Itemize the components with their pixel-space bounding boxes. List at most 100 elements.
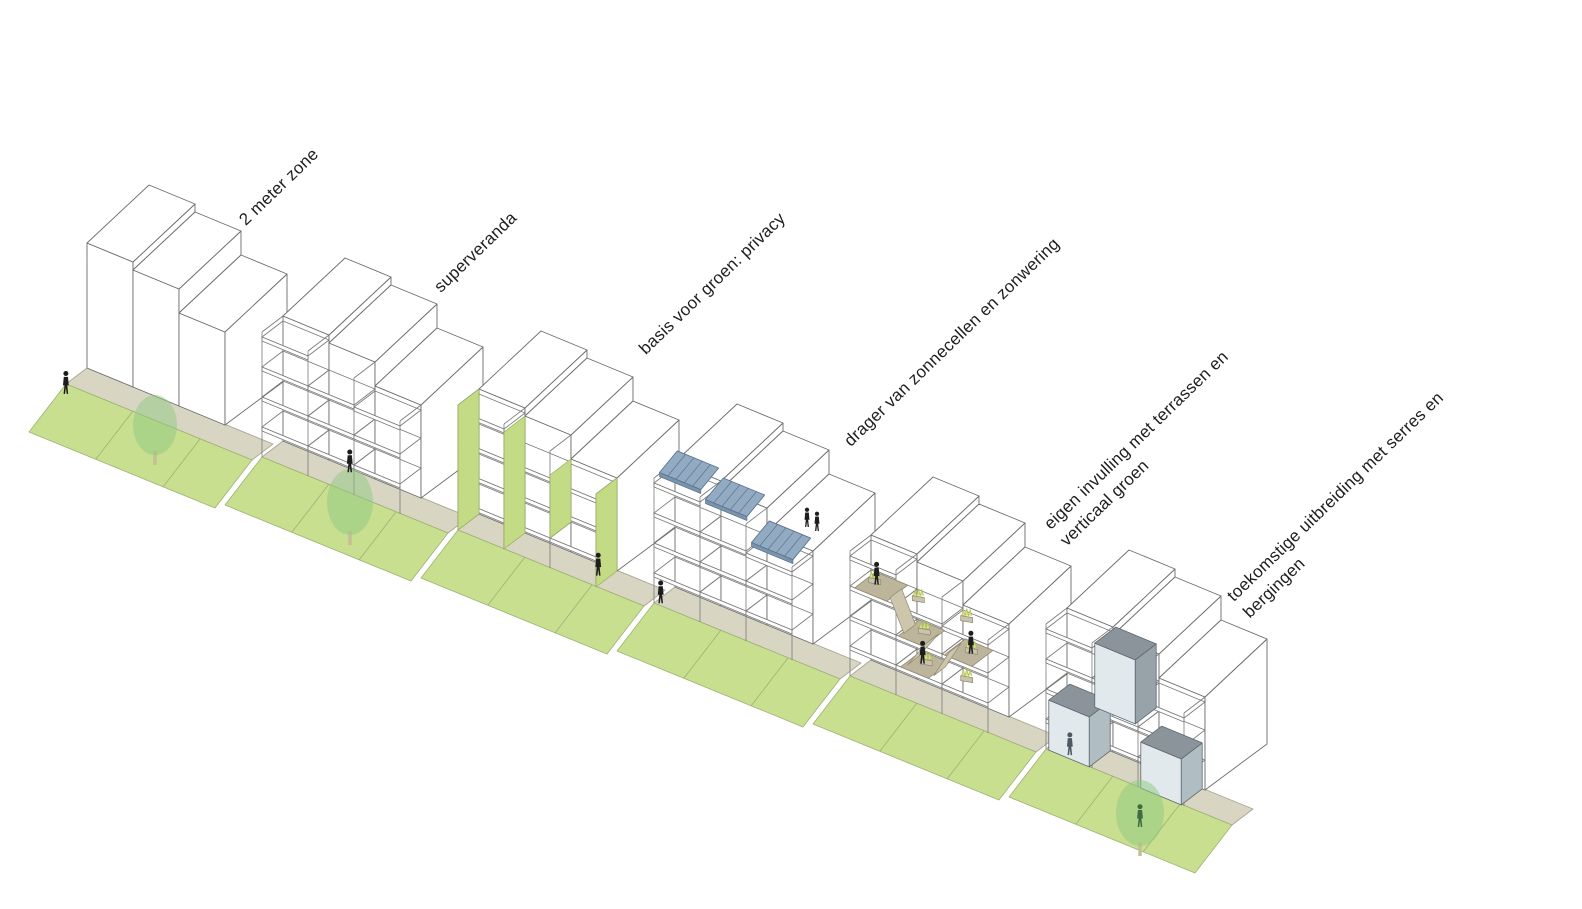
planter-icon — [964, 647, 978, 655]
step-2-superveranda-diagram — [224, 257, 484, 582]
grass-plane — [616, 602, 841, 728]
facade — [86, 242, 134, 388]
solar-cell-line — [675, 457, 695, 480]
solar-cell-line — [667, 454, 686, 477]
solar-cell-line — [692, 464, 711, 487]
veranda-post — [1183, 696, 1206, 714]
roof — [524, 357, 634, 436]
person-head — [595, 552, 601, 558]
plant-icon — [961, 608, 973, 617]
person-body — [873, 567, 880, 585]
roof — [1158, 619, 1268, 698]
glass-volume-top — [1094, 626, 1157, 661]
person-head — [63, 371, 69, 377]
veranda-post — [503, 407, 526, 425]
roof — [328, 284, 438, 363]
veranda-post — [849, 534, 872, 552]
person-body — [919, 646, 926, 664]
facade — [374, 385, 422, 499]
roof — [870, 476, 980, 555]
facade — [132, 269, 180, 407]
grass-division — [554, 584, 593, 634]
person-icon — [968, 630, 974, 654]
roof — [962, 546, 1072, 625]
person-body — [804, 512, 810, 527]
solar-panel — [705, 477, 766, 518]
tree-icon — [133, 395, 177, 455]
person-icon — [1137, 804, 1143, 827]
grass-division — [487, 556, 526, 606]
roof — [374, 327, 484, 406]
step-5-eigen-invulling-diagram — [812, 476, 1072, 801]
person-body — [1066, 738, 1073, 756]
person-head — [920, 640, 926, 646]
planter-icon — [917, 627, 931, 636]
person-head — [968, 630, 974, 636]
planter-icon — [960, 615, 974, 623]
veranda-post — [353, 361, 376, 379]
veranda-post — [399, 404, 422, 422]
person-icon — [919, 640, 926, 664]
person-body — [62, 376, 69, 394]
person-head — [874, 561, 880, 567]
grass-division — [162, 438, 201, 488]
privacy-green-panel — [503, 415, 526, 550]
roof — [86, 184, 196, 263]
roof — [1066, 549, 1176, 628]
solar-cell-line — [721, 484, 741, 507]
grass-division — [1075, 775, 1114, 825]
grass-division — [683, 629, 722, 679]
grass-plane — [420, 529, 645, 655]
person-icon — [595, 552, 602, 576]
veranda-post — [987, 623, 1010, 641]
facade — [178, 312, 226, 426]
terrace-ramp — [933, 642, 962, 677]
planter-icon — [960, 675, 974, 683]
step-1-2-meter-zone-diagram — [28, 184, 288, 509]
solar-cell-line — [759, 524, 778, 547]
grass-plane — [812, 675, 1037, 801]
plant-icon — [961, 668, 973, 677]
veranda-post — [1091, 626, 1114, 644]
veranda-post — [895, 553, 918, 571]
person-icon — [873, 561, 880, 585]
solar-cell-line — [767, 527, 787, 550]
grass-division — [95, 410, 134, 460]
person-head — [658, 580, 664, 586]
tree-icon — [327, 469, 373, 535]
person-body — [595, 558, 602, 576]
solar-cell-line — [784, 534, 803, 557]
person-icon — [657, 580, 664, 604]
veranda-post — [307, 334, 330, 352]
roof — [282, 257, 392, 336]
solar-cell-line — [684, 460, 703, 484]
solar-cell-line — [738, 491, 757, 514]
person-icon — [1066, 732, 1073, 756]
grass-division — [946, 730, 985, 780]
solar-cell-line — [730, 487, 749, 511]
veranda-post — [261, 315, 284, 333]
person-icon — [62, 371, 69, 394]
roof — [132, 211, 242, 290]
veranda-post — [1045, 607, 1068, 625]
grass-division — [750, 657, 789, 707]
veranda-post — [699, 480, 722, 498]
privacy-green-panel — [549, 458, 572, 539]
roof — [570, 400, 680, 479]
veranda-post — [745, 507, 768, 525]
solar-panel — [659, 450, 720, 491]
person-body — [346, 455, 353, 473]
person-body — [968, 636, 974, 654]
privacy-green-panel — [457, 388, 480, 531]
veranda-post — [941, 580, 964, 598]
roof — [478, 330, 588, 409]
person-head — [1067, 732, 1073, 738]
plant-icon — [913, 588, 924, 598]
solar-cell-line — [713, 481, 732, 504]
planter-icon — [911, 595, 925, 603]
solar-panel — [751, 520, 812, 561]
person-head — [1137, 804, 1143, 810]
terrace-ramp — [889, 588, 916, 634]
